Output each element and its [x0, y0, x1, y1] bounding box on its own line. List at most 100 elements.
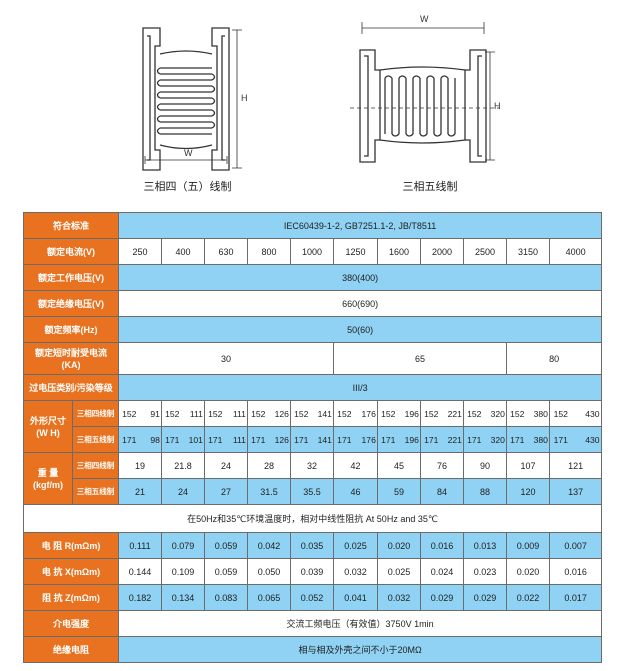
dielectric-label: 介电强度 [22, 610, 120, 637]
reactance-value: 0.144 [118, 558, 163, 585]
weight-value: 120 [506, 478, 551, 505]
reactance-value: 0.020 [506, 558, 551, 585]
dimension-cell: 171 126 [247, 426, 292, 453]
dimension-h: 430 [585, 434, 600, 445]
impedance-value: 0.022 [506, 584, 551, 611]
weight-value: 28 [247, 452, 292, 479]
rated-current-value: 400 [161, 238, 206, 265]
reactance-value: 0.059 [204, 558, 249, 585]
dimension-w: 152 [165, 408, 180, 419]
weight-value: 90 [463, 452, 508, 479]
dimension-w: 152 [424, 408, 439, 419]
resistance-value: 0.025 [333, 532, 379, 559]
impedance-row: 阻 抗 Z(mΩm) 0.182 0.134 0.083 0.065 0.052… [22, 584, 603, 611]
dimension-cell: 152 221 [420, 400, 465, 427]
insulation-value: 相与相及外壳之间不小于20MΩ [118, 636, 603, 663]
dimension-w: 152 [251, 408, 266, 419]
rated-working-voltage-row: 额定工作电压(V) 380(400) [22, 264, 603, 291]
dimension-h: 141 [317, 408, 332, 419]
weight-value: 21.8 [161, 452, 206, 479]
dimension-w: 152 [381, 408, 396, 419]
dimension-w: 152 [553, 408, 568, 419]
dimension-h: 126 [274, 434, 289, 445]
dimension-h: 320 [490, 434, 505, 445]
resistance-value: 0.059 [204, 532, 249, 559]
resistance-value: 0.009 [506, 532, 551, 559]
rated-frequency-label: 额定频率(Hz) [22, 316, 120, 343]
dimension-h: 320 [490, 408, 505, 419]
dimension-h: 380 [533, 434, 548, 445]
reactance-value: 0.023 [463, 558, 508, 585]
dimension-w: 171 [337, 434, 352, 445]
rated-current-row: 额定电流(V) 250 400 630 800 1000 1250 1600 2… [22, 238, 603, 265]
dimensions-label-line1: 外形尺寸 [29, 415, 66, 426]
rated-insulation-voltage-label: 额定绝缘电压(V) [22, 290, 120, 317]
short-time-current-label: 额定短时耐受电流 (KA) [22, 342, 120, 375]
reactance-value: 0.050 [247, 558, 292, 585]
impedance-value: 0.065 [247, 584, 292, 611]
short-time-current-value: 30 [118, 342, 335, 375]
right-figure-caption: 三相五线制 [402, 181, 458, 193]
dimension-h: 141 [317, 434, 332, 445]
overvoltage-value: III/3 [118, 374, 603, 401]
impedance-value: 0.134 [161, 584, 206, 611]
dimensions-four-wire-sublabel: 三相四线制 [71, 400, 120, 427]
resistance-value: 0.035 [290, 532, 335, 559]
dimension-h: 126 [274, 408, 289, 419]
resistance-value: 0.013 [463, 532, 508, 559]
dimension-w: 152 [337, 408, 352, 419]
weight-value: 31.5 [247, 478, 292, 505]
dimension-w: 171 [208, 434, 223, 445]
short-time-current-value: 80 [506, 342, 603, 375]
rated-current-value: 4000 [549, 238, 603, 265]
impedance-note-row: 在50Hz和35℃环境温度时，相对中线性阻抗 At 50Hz and 35℃ [22, 504, 603, 533]
impedance-value: 0.029 [463, 584, 508, 611]
dimension-w: 171 [467, 434, 482, 445]
resistance-value: 0.111 [118, 532, 163, 559]
weight-four-wire-sublabel: 三相四线制 [71, 452, 120, 479]
resistance-row: 电 阻 R(mΩm) 0.111 0.079 0.059 0.042 0.035… [22, 532, 603, 559]
weight-five-wire-sublabel: 三相五线制 [71, 478, 120, 505]
short-time-current-value: 65 [333, 342, 508, 375]
dimension-h: 111 [232, 434, 246, 445]
dimensions-label-line2: (W H) [36, 427, 60, 438]
standard-value: IEC60439-1-2, GB7251.1-2, JB/T8511 [118, 212, 603, 239]
left-cross-section-drawing [142, 27, 230, 171]
resistance-value: 0.020 [377, 532, 422, 559]
dimension-w: 171 [251, 434, 266, 445]
rated-insulation-voltage-row: 额定绝缘电压(V) 660(690) [22, 290, 603, 317]
dimension-cell: 171 320 [463, 426, 508, 453]
standard-label: 符合标准 [22, 212, 120, 239]
reactance-value: 0.039 [290, 558, 335, 585]
right-width-label: W [420, 14, 429, 24]
reactance-value: 0.025 [377, 558, 422, 585]
rated-frequency-row: 额定频率(Hz) 50(60) [22, 316, 603, 343]
weight-value: 137 [549, 478, 603, 505]
rated-current-value: 630 [204, 238, 249, 265]
weight-value: 27 [204, 478, 249, 505]
rated-insulation-voltage-value: 660(690) [118, 290, 603, 317]
dielectric-row: 介电强度 交流工频电压（有效值）3750V 1min [22, 610, 603, 637]
dimension-h: 221 [447, 408, 462, 419]
dimension-w: 152 [122, 408, 137, 419]
standard-row: 符合标准 IEC60439-1-2, GB7251.1-2, JB/T8511 [22, 212, 603, 239]
dimension-w: 171 [165, 434, 180, 445]
weight-value: 24 [204, 452, 249, 479]
rated-current-value: 1250 [333, 238, 379, 265]
impedance-value: 0.032 [377, 584, 422, 611]
busway-cross-section-drawings: H W W H [142, 14, 501, 171]
rated-current-value: 800 [247, 238, 292, 265]
rated-working-voltage-value: 380(400) [118, 264, 603, 291]
resistance-value: 0.016 [420, 532, 465, 559]
dimension-h: 176 [361, 434, 376, 445]
weight-value: 121 [549, 452, 603, 479]
dimension-h: 380 [533, 408, 548, 419]
weight-label-line2: (kgf/m) [33, 479, 63, 490]
